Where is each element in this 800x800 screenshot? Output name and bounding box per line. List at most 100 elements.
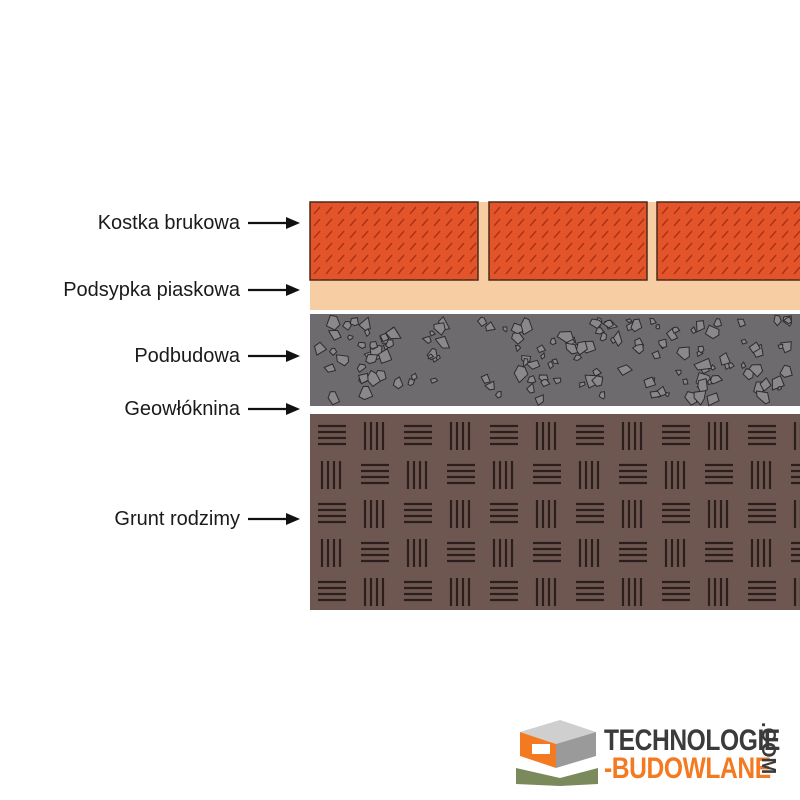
gravel-stone [748, 341, 761, 354]
arrow-right-icon [248, 403, 300, 415]
logo-line1: TECHNOLOGIE [604, 724, 780, 757]
gravel-stone [649, 390, 662, 399]
gravel-stone [547, 360, 555, 370]
gravel-stone [357, 372, 369, 385]
gravel-stone [651, 350, 661, 360]
gravel-stone [655, 323, 661, 330]
gravel-stones [313, 314, 793, 407]
gravel-stone [349, 317, 359, 327]
gravel-stone [779, 341, 792, 354]
gravel-stone [325, 314, 341, 331]
gravel-stone [565, 342, 579, 355]
label-podbudowa: Podbudowa [134, 341, 300, 371]
gravel-stone [779, 364, 793, 378]
label-geowloknina: Geowłóknina [124, 394, 300, 424]
gravel-stone [782, 316, 793, 325]
label-podbudowa-text: Podbudowa [134, 344, 240, 367]
gravel-stone [514, 344, 522, 353]
gravel-stone [755, 390, 771, 405]
gravel-stone [551, 358, 560, 365]
gravel-stone [384, 326, 402, 340]
gravel-stone [707, 378, 713, 386]
gravel-stone [631, 343, 644, 355]
gravel-stone [358, 385, 374, 401]
gravel-stone [510, 322, 524, 335]
gravel-stone [575, 340, 588, 356]
gravel-stone [736, 318, 747, 328]
gravel-stone [556, 330, 575, 344]
gravel-stone [513, 364, 529, 384]
gravel-stone [693, 390, 707, 406]
gravel-stone [365, 353, 379, 365]
gravel-stone [328, 347, 338, 357]
arrow-right-icon [248, 513, 300, 525]
gravel-stone [522, 357, 529, 368]
label-grunt-text: Grunt rodzimy [114, 507, 240, 530]
gravel-stone [427, 353, 435, 360]
gravel-stone [379, 332, 390, 343]
arrow-right-icon [248, 217, 300, 229]
gravel-stone [643, 376, 657, 389]
gravel-stone [536, 344, 547, 354]
paver-block [310, 202, 478, 280]
gravel-stone [421, 335, 432, 345]
gravel-stone [377, 348, 393, 365]
gravel-stone [365, 369, 381, 387]
gravel-stone [410, 372, 418, 381]
gravel-stone [704, 324, 720, 340]
gravel-stone [671, 326, 681, 334]
gravel-stone [713, 318, 723, 328]
arrow-right-icon [248, 284, 300, 296]
gravel-stone [342, 321, 352, 331]
gravel-stone [591, 375, 604, 387]
gravel-stone [526, 382, 535, 394]
gravel-stone [599, 331, 608, 342]
gravel-stone [502, 326, 508, 333]
label-kostka-text: Kostka brukowa [97, 211, 240, 234]
label-podsypka-text: Podsypka piaskowa [63, 278, 240, 301]
gravel-stone [598, 391, 606, 400]
layer-kostka [309, 201, 800, 281]
gravel-stone [727, 362, 735, 370]
gravel-stone [549, 337, 557, 346]
gravel-stone [759, 377, 772, 392]
gravel-stone [588, 318, 603, 330]
gravel-stone [323, 363, 337, 373]
label-kostka: Kostka brukowa [98, 208, 300, 238]
logo-suffix-text: .COM [757, 722, 779, 775]
gravel-stone [572, 354, 583, 362]
soil-pattern [318, 422, 800, 606]
label-grunt: Grunt rodzimy [114, 504, 300, 534]
gravel-stone [616, 364, 633, 376]
gravel-stone [327, 391, 341, 406]
gravel-stone [476, 316, 488, 327]
arrow-right-icon [248, 350, 300, 362]
label-podsypka: Podsypka piaskowa [63, 275, 300, 305]
gravel-stone [313, 341, 328, 356]
paver-block [657, 202, 800, 280]
gravel-stone [771, 375, 785, 391]
gravel-stone [494, 390, 502, 399]
gravel-stone [552, 377, 562, 385]
gravel-stone [484, 380, 495, 391]
gravel-stone [682, 378, 689, 385]
gravel-stone [630, 318, 643, 333]
gravel-stone [776, 386, 783, 391]
gravel-stone [539, 352, 546, 360]
gravel-stone [384, 339, 394, 349]
gravel-stone [697, 345, 705, 354]
label-geowloknina-text: Geowłóknina [124, 397, 240, 420]
gravel-stone [658, 338, 668, 349]
gravel-stone [719, 351, 731, 366]
gravel-stone [485, 321, 496, 332]
gravel-stone [708, 374, 724, 385]
gravel-stone [649, 317, 658, 326]
gravel-stone [777, 343, 784, 349]
gravel-stone [740, 361, 747, 370]
gravel-stone [347, 334, 354, 341]
gravel-stone [534, 394, 544, 406]
gravel-stone [335, 354, 350, 367]
logo-line2: -BUDOWLANE [604, 752, 771, 785]
gravel-stone [579, 381, 586, 388]
